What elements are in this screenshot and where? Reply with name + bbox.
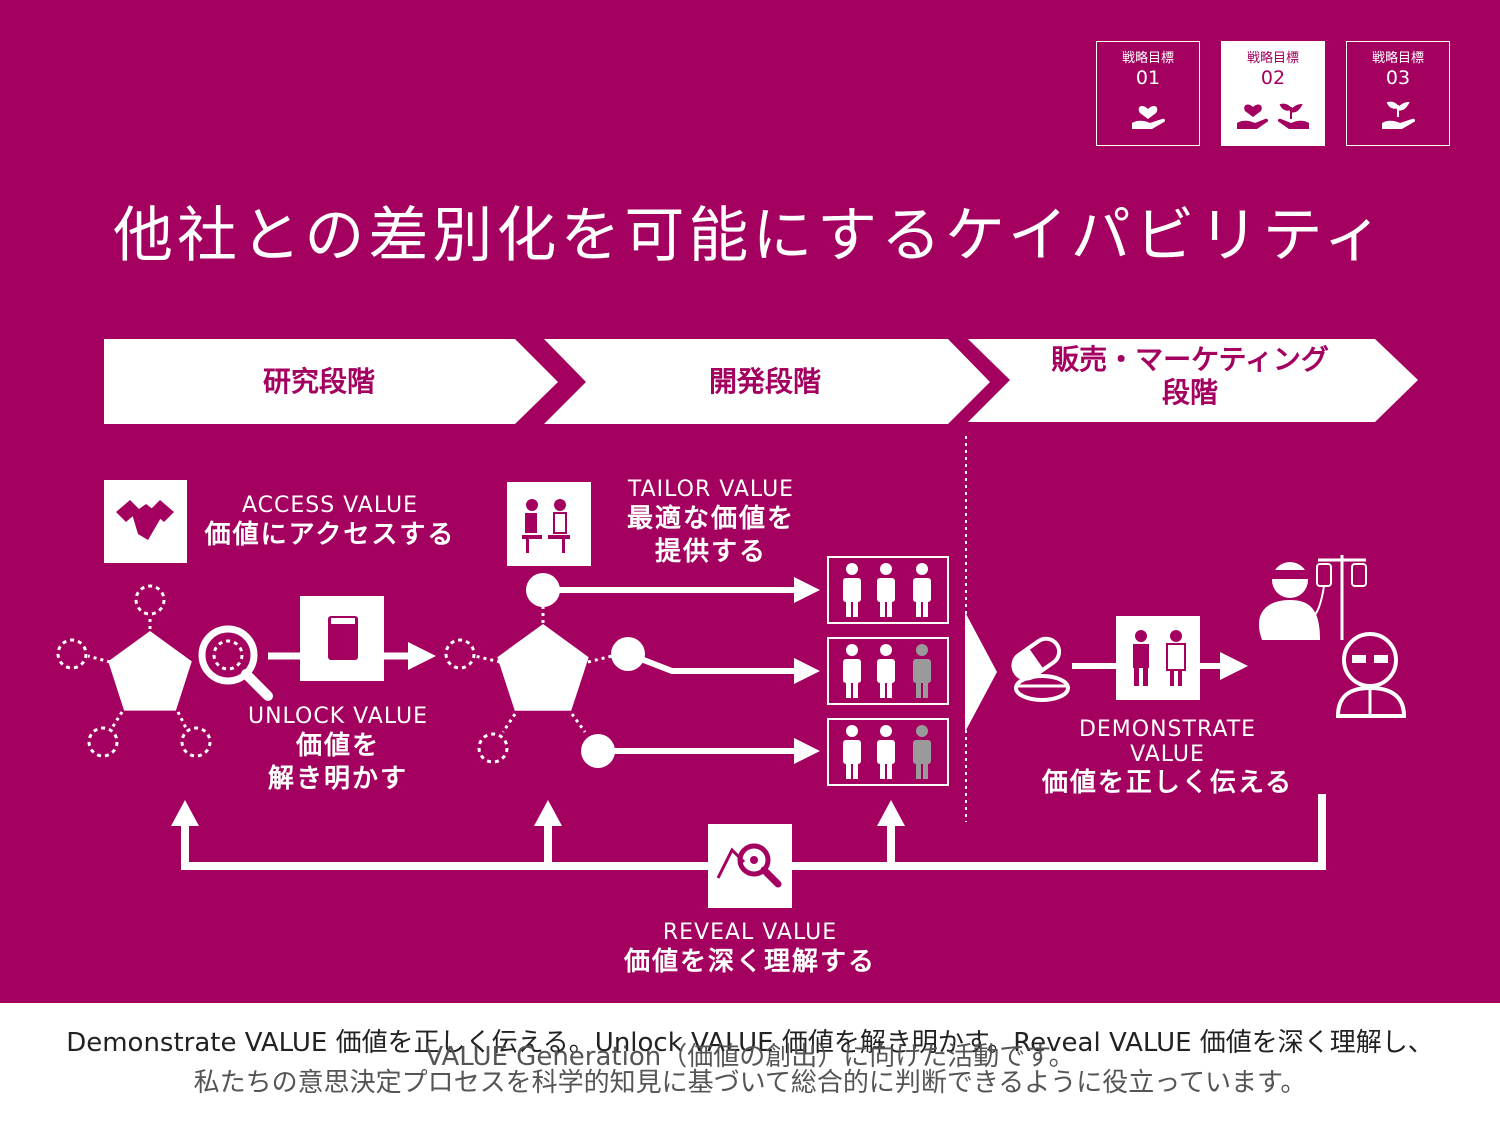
phase-chevron-development <box>544 339 990 424</box>
goal-label: 戦略目標 <box>1121 51 1174 66</box>
goal-label: 戦略目標 <box>1371 51 1424 66</box>
analytics-magnifier-icon <box>708 824 792 908</box>
diagram-canvas: 他社との差別化を可能にするケイパビリティ 戦略目標 01 戦略目標 02 戦略目… <box>0 0 1500 1003</box>
book-icon <box>300 596 384 681</box>
phase-development: 開発段階 <box>708 365 821 398</box>
patient-group-bottom <box>827 718 949 786</box>
goal-card-02[interactable]: 戦略目標 02 <box>1221 41 1325 146</box>
reveal-value-label: REVEAL VALUE 価値を深く理解する <box>600 919 900 979</box>
goal-card-01[interactable]: 戦略目標 01 <box>1096 41 1200 146</box>
demonstrate-value-en: DEMONSTRATE VALUE <box>1078 717 1257 767</box>
heart-hand-icon <box>1132 106 1166 129</box>
goal-card-03[interactable]: 戦略目標 03 <box>1346 41 1450 146</box>
magnifier-icon <box>198 625 273 701</box>
goal-label: 戦略目標 <box>1246 51 1299 66</box>
patient-iv-icon <box>1258 555 1367 640</box>
phase-chevron-sales <box>968 339 1418 422</box>
phase-sales-marketing: 販売・マーケティング 段階 <box>1051 343 1329 409</box>
unlock-value-en: UNLOCK VALUE <box>248 704 428 729</box>
unlock-value-label: UNLOCK VALUE 価値を 解き明かす <box>228 703 448 796</box>
page-title: 他社との差別化を可能にするケイパビリティ <box>113 201 1387 271</box>
tailor-value-label: TAILOR VALUE 最適な価値を 提供する <box>600 476 822 569</box>
value-flow-diagram <box>56 339 1418 908</box>
handshake-icon <box>104 480 187 563</box>
heart-and-sprout-hands-icon <box>1237 103 1309 129</box>
molecule-network-development <box>444 606 613 764</box>
phase-transition-arrow <box>965 612 997 732</box>
patient-group-top <box>827 556 949 624</box>
reveal-value-jp: 価値を深く理解する <box>623 947 876 977</box>
caption-line-1-overlay: VALUE Generation（価値の創出）に向けた活動です。 <box>425 1042 1075 1072</box>
unlock-value-jp: 価値を 解き明かす <box>267 731 408 794</box>
access-value-label: ACCESS VALUE 価値にアクセスする <box>200 492 460 552</box>
caption-area <box>0 1003 1500 1125</box>
goal-number: 03 <box>1385 67 1411 89</box>
phase-chevron-research <box>104 339 558 424</box>
sprout-hand-icon <box>1382 101 1416 129</box>
demonstrate-value-label: DEMONSTRATE VALUE 価値を正しく伝える <box>1020 717 1315 800</box>
phase-research: 研究段階 <box>262 365 375 398</box>
caption-line-2: 私たちの意思決定プロセスを科学的知見に基づいて総合的に判断できるように役立ってい… <box>193 1068 1307 1098</box>
caption-line-1: Demonstrate VALUE 価値を正しく伝える。Unlock VALUE… <box>66 1028 1434 1058</box>
patient-group-middle <box>827 637 949 705</box>
goal-number: 02 <box>1260 67 1286 89</box>
consultation-icon <box>507 482 591 566</box>
tailor-branch-top <box>526 573 820 607</box>
doctor-patient-icon <box>1116 616 1200 700</box>
demonstrate-arrow-right <box>1200 652 1248 680</box>
doctor-icon <box>1335 632 1407 718</box>
tailor-branch-bottom <box>581 734 820 768</box>
tailor-branch-middle <box>611 637 820 684</box>
molecule-network-research <box>56 584 212 758</box>
goal-number: 01 <box>1135 67 1161 89</box>
tailor-value-en: TAILOR VALUE <box>627 477 795 502</box>
reveal-value-en: REVEAL VALUE <box>662 920 838 945</box>
demonstrate-value-jp: 価値を正しく伝える <box>1041 768 1294 798</box>
access-value-en: ACCESS VALUE <box>241 493 419 518</box>
pill-icon <box>1011 636 1070 702</box>
tailor-value-jp: 最適な価値を 提供する <box>626 504 795 567</box>
access-value-jp: 価値にアクセスする <box>204 520 456 550</box>
